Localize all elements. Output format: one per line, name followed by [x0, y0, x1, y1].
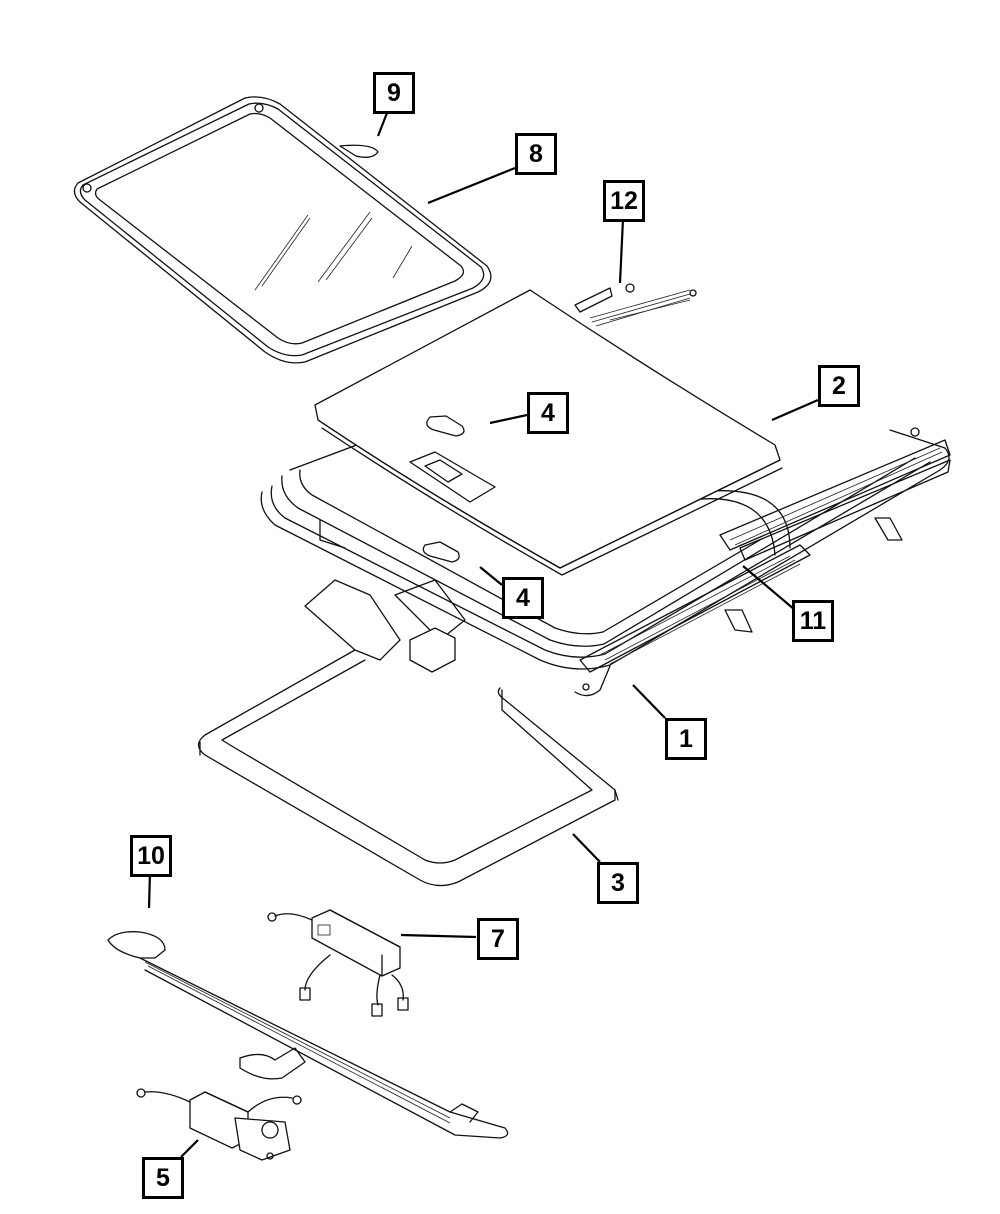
callout-4-upper[interactable]: 4 [527, 392, 569, 434]
control-module-part [267, 909, 409, 1017]
callout-1[interactable]: 1 [665, 718, 707, 760]
callout-12[interactable]: 12 [603, 180, 645, 222]
leader-11 [742, 565, 796, 611]
callout-10[interactable]: 10 [130, 835, 172, 877]
sunroof-motor-part [136, 1088, 302, 1161]
leader-2 [771, 398, 819, 422]
leader-4a [489, 413, 528, 425]
callout-2[interactable]: 2 [818, 365, 860, 407]
callout-7[interactable]: 7 [477, 918, 519, 960]
sunroof-frame-part [260, 424, 951, 697]
leader-8 [427, 166, 516, 205]
cable-channel-part [107, 931, 509, 1139]
callout-11[interactable]: 11 [792, 600, 834, 642]
callout-8[interactable]: 8 [515, 133, 557, 175]
leader-4b [479, 566, 503, 586]
callout-4-lower[interactable]: 4 [502, 577, 544, 619]
sunroof-glass-part [73, 96, 492, 364]
leader-7 [400, 933, 477, 939]
callout-9[interactable]: 9 [373, 72, 415, 114]
callout-3[interactable]: 3 [597, 862, 639, 904]
leader-10 [147, 871, 152, 909]
callout-5[interactable]: 5 [142, 1157, 184, 1199]
leader-5 [180, 1139, 199, 1158]
rear-track-part [574, 283, 697, 327]
frame-seal-part [197, 649, 619, 887]
leader-lines [147, 112, 819, 1158]
leader-9 [376, 112, 389, 137]
leader-1 [632, 684, 666, 719]
leader-3 [572, 833, 601, 863]
leader-12 [618, 218, 625, 284]
